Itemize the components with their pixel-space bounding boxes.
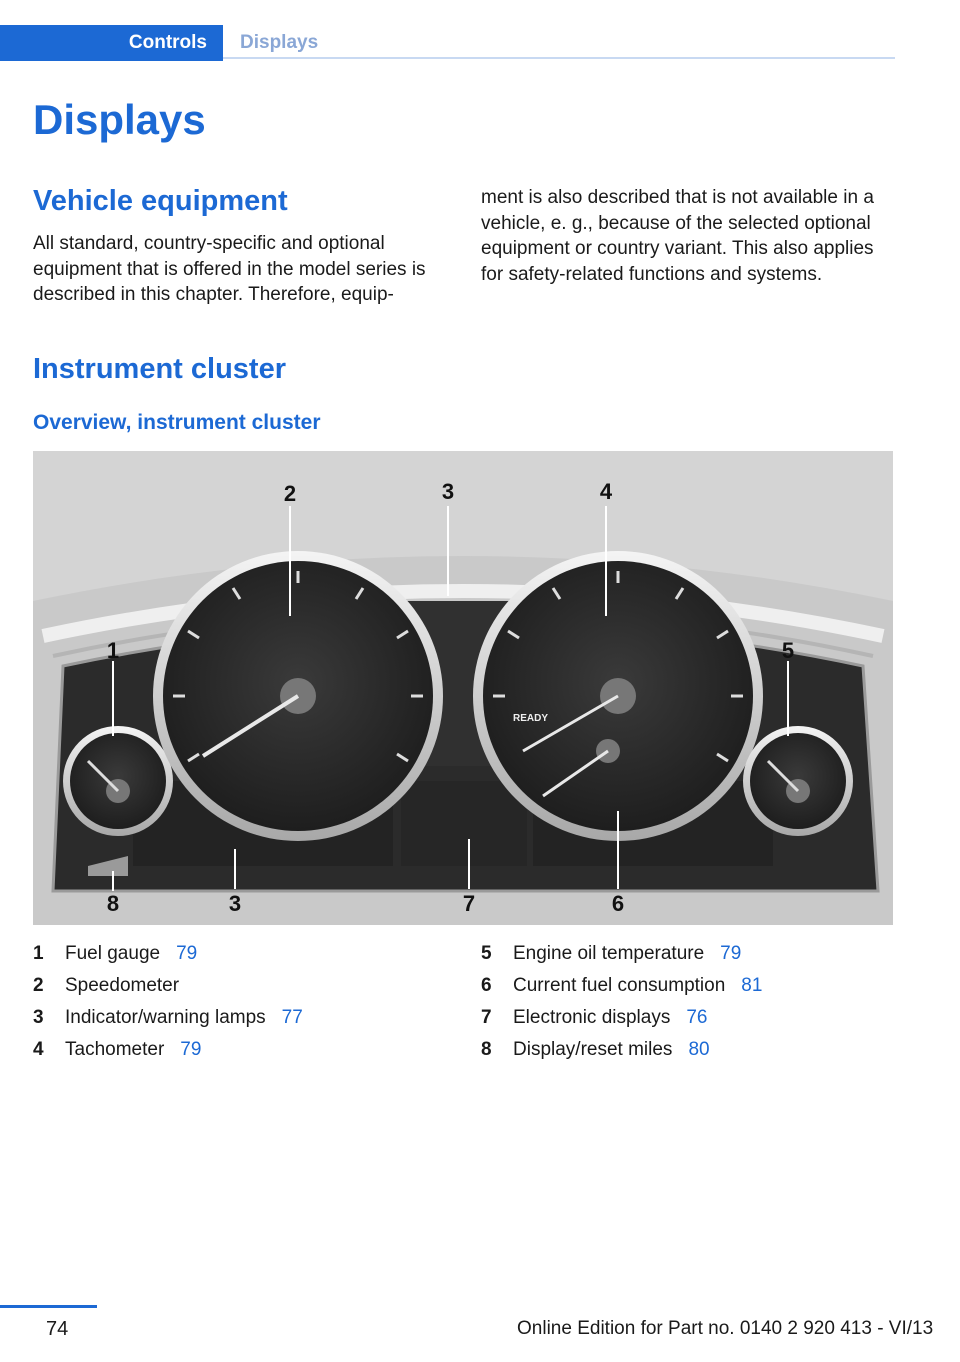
page-number: 74 bbox=[46, 1318, 69, 1340]
legend-item: 4 Tachometer 79 bbox=[33, 1034, 303, 1066]
page-ref-link[interactable]: 77 bbox=[281, 1007, 303, 1028]
text-line: vehicle, e. g., because of the selected … bbox=[481, 212, 871, 234]
tab-controls[interactable]: Controls bbox=[0, 25, 223, 61]
tab-displays[interactable]: Displays bbox=[223, 25, 895, 59]
legend-number: 5 bbox=[481, 943, 492, 964]
legend-number: 8 bbox=[481, 1039, 492, 1060]
footer-rule bbox=[0, 1305, 97, 1308]
legend-number: 7 bbox=[481, 1007, 492, 1028]
legend-item: 7 Electronic displays 76 bbox=[481, 1002, 762, 1034]
text-line: equipment or country variant. This also … bbox=[481, 238, 874, 259]
callout-number: 7 bbox=[463, 891, 475, 916]
footer-edition: Online Edition for Part no. 0140 2 920 4… bbox=[517, 1318, 934, 1339]
text-line: All standard, country-specific and optio… bbox=[33, 233, 385, 254]
text-line: ment is also described that is not avail… bbox=[481, 187, 874, 208]
legend-item: 6 Current fuel consumption 81 bbox=[481, 970, 762, 1002]
subheading-overview: Overview, instrument cluster bbox=[33, 411, 321, 434]
vehicle-equipment-text-col2: ment is also described that is not avail… bbox=[481, 185, 901, 287]
legend-item: 2 Speedometer bbox=[33, 970, 303, 1002]
legend-item: 8 Display/reset miles 80 bbox=[481, 1034, 762, 1066]
ready-label: READY bbox=[513, 713, 548, 724]
legend-item: 3 Indicator/warning lamps 77 bbox=[33, 1002, 303, 1034]
legend-label: Engine oil temperature bbox=[513, 943, 705, 964]
callout-number: 5 bbox=[782, 638, 794, 663]
legend-number: 1 bbox=[33, 943, 44, 964]
callout-number: 6 bbox=[612, 891, 624, 916]
page-ref-link[interactable]: 80 bbox=[688, 1039, 710, 1060]
legend-number: 6 bbox=[481, 975, 492, 996]
legend-item: 1 Fuel gauge 79 bbox=[33, 938, 303, 970]
legend-label: Current fuel consumption bbox=[513, 975, 726, 996]
legend-item: 5 Engine oil temperature 79 bbox=[481, 938, 762, 970]
callout-number: 3 bbox=[442, 479, 454, 504]
instrument-cluster-illustration: READY bbox=[33, 451, 893, 925]
page-ref-link[interactable]: 81 bbox=[741, 975, 763, 996]
callout-number: 2 bbox=[284, 481, 296, 506]
section-heading-vehicle-equipment: Vehicle equipment bbox=[33, 185, 288, 217]
legend-right: 5 Engine oil temperature 79 6 Current fu… bbox=[481, 938, 762, 1066]
legend-label: Fuel gauge bbox=[65, 943, 161, 964]
header-tabbar: Controls Displays bbox=[0, 25, 895, 61]
callout-number: 1 bbox=[107, 638, 119, 663]
page-title: Displays bbox=[33, 96, 206, 143]
text-line: for safety-related functions and systems… bbox=[481, 263, 823, 285]
legend-label: Display/reset miles bbox=[513, 1039, 673, 1060]
legend-number: 3 bbox=[33, 1007, 44, 1028]
callout-number: 3 bbox=[229, 891, 241, 916]
text-line: described in this chapter. Therefore, eq… bbox=[33, 284, 394, 305]
legend-label: Speedometer bbox=[65, 975, 180, 996]
page-ref-link[interactable]: 76 bbox=[686, 1007, 708, 1028]
page-ref-link[interactable]: 79 bbox=[176, 943, 198, 964]
instrument-cluster-figure: READY bbox=[33, 451, 893, 925]
page-ref-link[interactable]: 79 bbox=[180, 1039, 202, 1060]
callout-number: 4 bbox=[600, 479, 613, 504]
legend-label: Indicator/warning lamps bbox=[65, 1007, 266, 1028]
legend-number: 2 bbox=[33, 975, 44, 996]
legend-number: 4 bbox=[33, 1039, 44, 1060]
legend-label: Tachometer bbox=[65, 1039, 165, 1060]
vehicle-equipment-text-col1: All standard, country-specific and optio… bbox=[33, 231, 453, 308]
legend-label: Electronic displays bbox=[513, 1007, 671, 1028]
page-ref-link[interactable]: 79 bbox=[720, 943, 742, 964]
callout-number: 8 bbox=[107, 891, 119, 916]
text-line: equipment that is offered in the model s… bbox=[33, 258, 426, 280]
legend-left: 1 Fuel gauge 79 2 Speedometer 3 Indicato… bbox=[33, 938, 303, 1066]
section-heading-instrument-cluster: Instrument cluster bbox=[33, 353, 286, 385]
